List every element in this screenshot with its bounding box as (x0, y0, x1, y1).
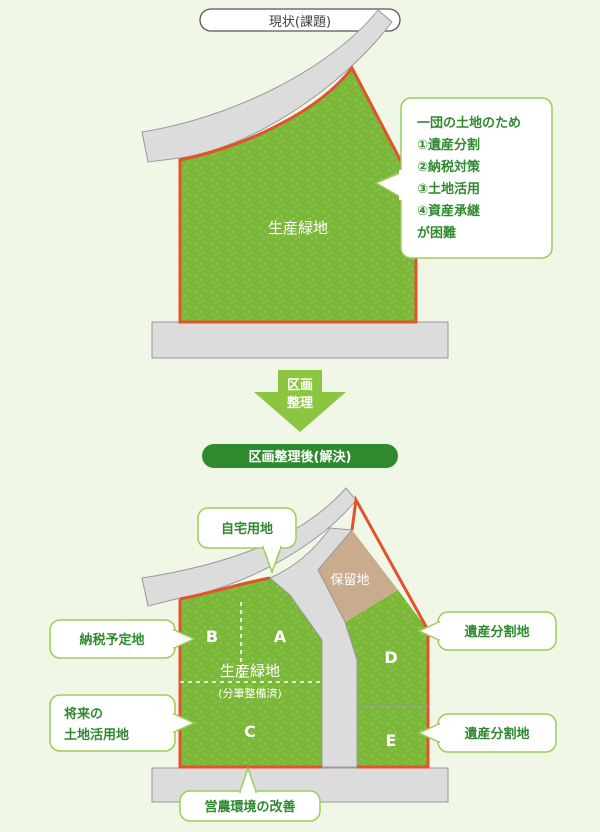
reserved-land (318, 530, 398, 622)
green-plot (178, 65, 418, 324)
issues-line-4: ③土地活用 (417, 181, 480, 197)
callout-inherit-d: 遺産分割地 (417, 611, 557, 651)
issues-line-1: 一団の土地のため (417, 115, 521, 131)
after-section: B A C D E 生産緑地 (分筆整備済) 保留地 自宅用地 納税予定地 将来… (49, 487, 557, 822)
straight-road (151, 321, 449, 359)
current-state-header: 現状(課題) (199, 8, 401, 32)
callout-future-line-2: 土地活用地 (64, 727, 129, 743)
green-plot-label: 生産緑地 (268, 219, 328, 237)
current-state-section: 現状(課題) 生産緑地 一団の土地のため ①遺産分割 ②納税対策 ③土地活用 ④… (141, 8, 553, 359)
plot-letter-d: D (384, 648, 397, 667)
callout-future: 将来の 土地活用地 (49, 694, 196, 752)
plot-boundary-left (178, 576, 322, 769)
issues-line-2: ①遺産分割 (417, 137, 480, 153)
callout-farm: 営農環境の改善 (179, 765, 321, 822)
plot-right-green (345, 590, 428, 767)
callout-inherit-d-label: 遺産分割地 (463, 624, 529, 640)
callout-farm-label: 営農環境の改善 (204, 799, 295, 815)
plot-letter-c: C (244, 722, 256, 741)
new-road (269, 527, 358, 768)
callout-home: 自宅用地 (197, 507, 297, 575)
issues-callout: 一団の土地のため ①遺産分割 ②納税対策 ③土地活用 ④資産承継 が困難 (374, 97, 553, 259)
result-header-label: 区画整理後(解決) (249, 449, 352, 465)
reserved-land-label: 保留地 (330, 573, 369, 588)
plot-letter-e: E (386, 731, 397, 750)
curved-road (141, 9, 393, 163)
after-plot-sublabel: (分筆整備済) (218, 686, 282, 700)
plot-main-green (180, 578, 322, 767)
callout-tax: 納税予定地 (49, 619, 196, 659)
callout-inherit-e-label: 遺産分割地 (463, 726, 529, 742)
readjustment-arrow: 区画 整理 (254, 370, 346, 432)
callout-tax-label: 納税予定地 (79, 632, 144, 648)
plot-letter-a: A (274, 627, 287, 646)
issues-line-5: ④資産承継 (417, 203, 480, 219)
issues-line-3: ②納税対策 (417, 159, 481, 175)
callout-future-line-1: 将来の (64, 706, 103, 722)
result-header: 区画整理後(解決) (202, 444, 398, 468)
after-plot-label: 生産緑地 (220, 662, 280, 680)
plot-letter-b: B (206, 627, 218, 646)
arrow-line-1: 区画 (287, 378, 313, 393)
current-state-header-label: 現状(課題) (269, 14, 331, 30)
callout-home-label: 自宅用地 (221, 521, 273, 537)
arrow-line-2: 整理 (286, 395, 313, 411)
callout-inherit-e: 遺産分割地 (417, 713, 557, 753)
issues-line-6: が困難 (417, 225, 456, 241)
